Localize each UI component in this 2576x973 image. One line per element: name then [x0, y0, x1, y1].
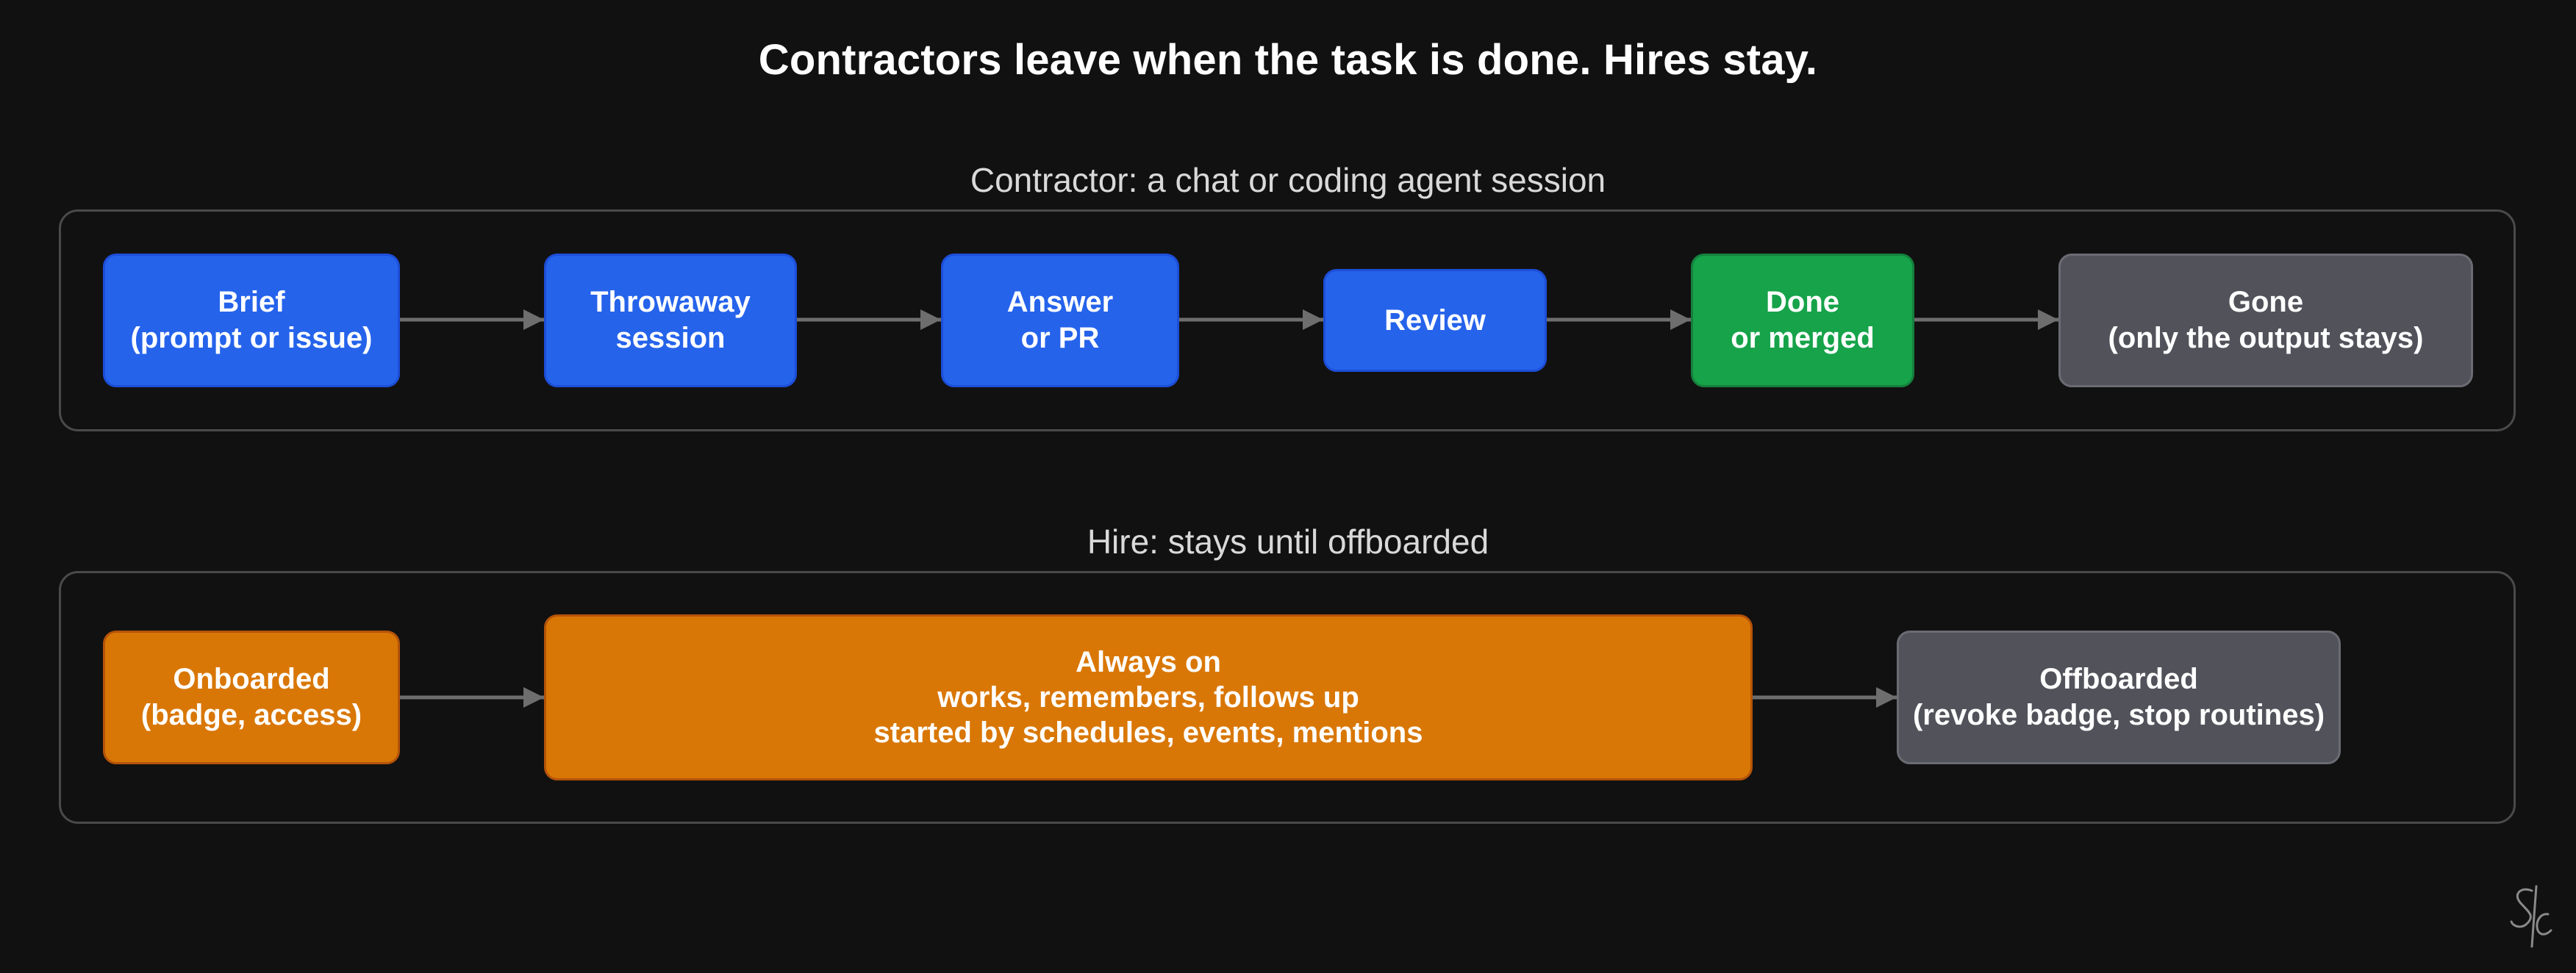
node-done-line-2: or merged [1731, 322, 1875, 354]
node-gone: Gone (only the output stays) [2058, 254, 2473, 387]
node-always-on: Always on works, remembers, follows up s… [544, 614, 1753, 780]
contractor-lane-frame [59, 209, 2516, 431]
node-offboarded-line-2: (revoke badge, stop routines) [1912, 699, 2325, 731]
node-offboarded: Offboarded (revoke badge, stop routines) [1897, 631, 2341, 764]
contractor-lane-title: Contractor: a chat or coding agent sessi… [970, 161, 1606, 199]
node-throwaway-session: Throwaway session [544, 254, 797, 387]
node-brief: Brief (prompt or issue) [103, 254, 400, 387]
node-always-on-line-3: started by schedules, events, mentions [873, 717, 1423, 749]
node-always-on-line-2: works, remembers, follows up [937, 681, 1359, 714]
hire-lane-title: Hire: stays until offboarded [1087, 523, 1489, 561]
node-onboarded: Onboarded (badge, access) [103, 631, 400, 764]
node-offboarded-line-1: Offboarded [2039, 663, 2198, 695]
hire-lane-frame [59, 571, 2516, 824]
node-onboarded-line-2: (badge, access) [140, 699, 362, 731]
node-review-line-1: Review [1384, 304, 1486, 337]
node-always-on-line-1: Always on [1076, 646, 1221, 678]
node-gone-line-2: (only the output stays) [2108, 322, 2424, 354]
node-answer-line-2: or PR [1020, 322, 1100, 354]
node-brief-line-1: Brief [218, 286, 285, 318]
diagram-title: Contractors leave when the task is done.… [758, 36, 1818, 84]
node-throwaway-line-2: session [615, 322, 726, 354]
node-throwaway-line-1: Throwaway [590, 286, 751, 318]
node-done-line-1: Done [1766, 286, 1839, 318]
node-onboarded-line-1: Onboarded [173, 663, 330, 695]
node-review: Review [1323, 269, 1547, 372]
handwritten-monogram-icon [2510, 885, 2552, 948]
node-done-or-merged: Done or merged [1691, 254, 1914, 387]
node-gone-line-1: Gone [2228, 286, 2304, 318]
node-brief-line-2: (prompt or issue) [130, 322, 373, 354]
node-answer-line-1: Answer [1006, 286, 1114, 318]
node-answer-or-pr: Answer or PR [941, 254, 1179, 387]
